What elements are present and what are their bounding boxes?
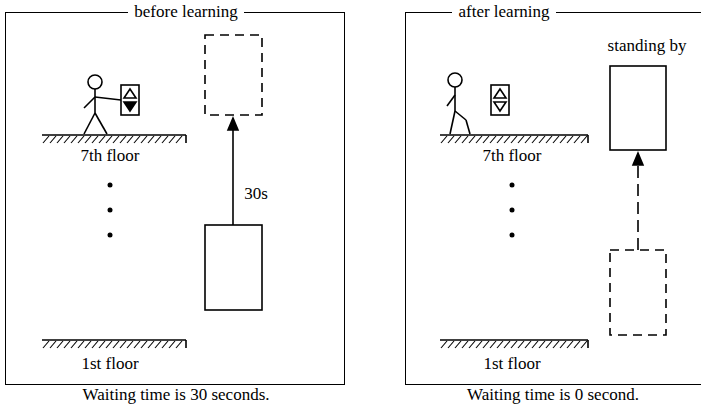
caption-text: Waiting time is 0 second. [467,385,639,405]
caption-text: Waiting time is 30 seconds. [82,385,269,405]
scene-panel: after learning [405,12,701,385]
time-label: 30s [244,184,268,204]
floor-label: 7th floor [482,146,541,166]
panel-title: after learning [452,2,555,22]
floor-label: 1st floor [81,354,138,374]
floor-label: 7th floor [80,146,139,166]
status-label: standing by [608,36,687,56]
scene-panel: before learning [5,12,345,385]
panel-title: before learning [128,2,243,22]
floor-label: 1st floor [483,354,540,374]
